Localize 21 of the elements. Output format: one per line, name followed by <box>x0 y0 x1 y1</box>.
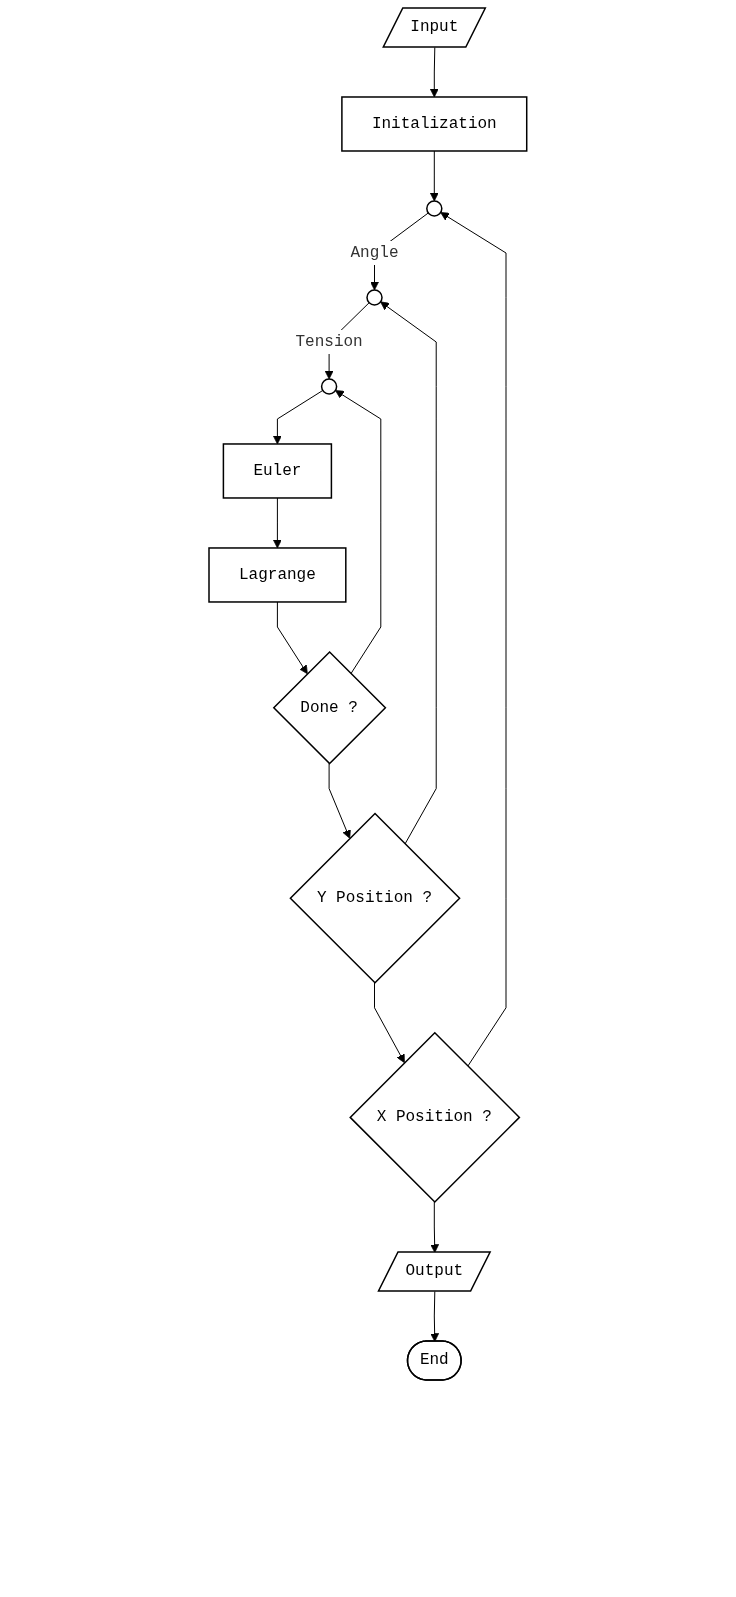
arrow <box>430 47 439 98</box>
arrow <box>277 601 308 675</box>
arrow <box>430 1291 440 1342</box>
node-diamond: Done ? <box>272 650 387 765</box>
node-box: Initalization <box>341 96 528 152</box>
node-circle <box>366 289 383 306</box>
node-diamond: X Position ? <box>349 1031 521 1204</box>
edge-label: Angle <box>350 243 399 262</box>
edge-label: Tension <box>295 332 363 351</box>
node-box: Lagrange <box>208 547 347 603</box>
arrow <box>374 982 405 1064</box>
node-circle <box>426 200 443 217</box>
arrow <box>430 150 439 202</box>
arrow <box>273 497 282 549</box>
arrow <box>328 763 351 839</box>
arrow <box>273 389 324 445</box>
node-diamond: Y Position ? <box>289 812 461 984</box>
node-circle <box>321 378 338 395</box>
arrow <box>440 212 507 1067</box>
node-box: Euler <box>222 443 333 499</box>
arrow <box>335 390 382 675</box>
